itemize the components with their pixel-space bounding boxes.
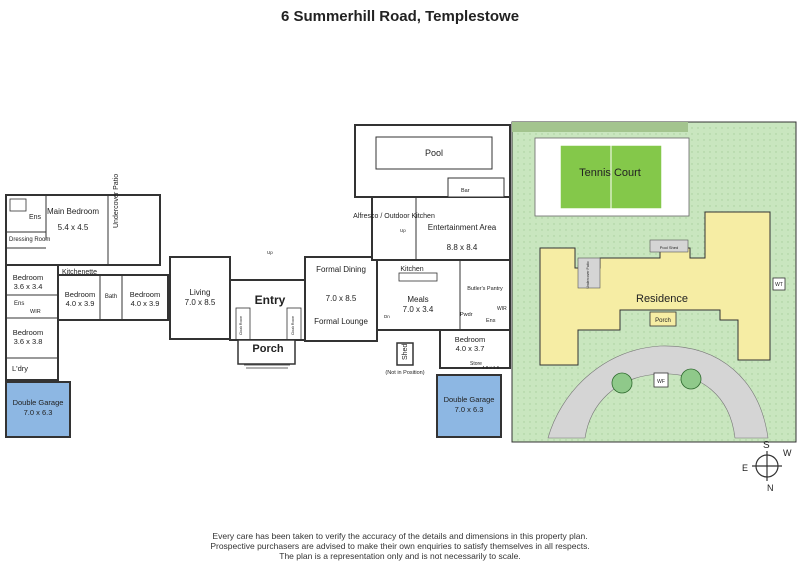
floor-plan: Pool Ens Main Bedroom 5.4 x 4.5 Undercov… bbox=[5, 124, 511, 438]
tree-2 bbox=[680, 368, 702, 390]
bedroom-right-size: 4.0 x 3.7 bbox=[456, 344, 485, 353]
entertainment-label: Entertainment Area bbox=[428, 223, 497, 232]
dn-marker: Dn bbox=[384, 314, 390, 319]
living-label: Living bbox=[190, 288, 211, 297]
shed-note: (Not in Position) bbox=[385, 370, 424, 376]
undercover-patio-label: Undercover Patio bbox=[113, 174, 120, 228]
porch-label: Porch bbox=[252, 343, 283, 355]
formal-dining-label: Formal Dining bbox=[316, 265, 366, 274]
alfresco-label: Alfresco / Outdoor Kitchen bbox=[353, 213, 435, 220]
kitchen-label: Kitchen bbox=[400, 266, 423, 273]
compass-east: E bbox=[742, 463, 748, 473]
right-garage-size: 7.0 x 6.3 bbox=[455, 405, 484, 414]
site-pool-shed-label: Pool Shed bbox=[660, 245, 678, 250]
laundry-label: L'dry bbox=[12, 364, 28, 373]
water-tank-label: WT bbox=[775, 282, 783, 288]
wir-right-label: WIR bbox=[497, 306, 507, 312]
compass: S E W N bbox=[742, 440, 792, 493]
ens-right-label: Ens bbox=[486, 318, 496, 324]
entry-label: Entry bbox=[255, 293, 286, 307]
left-garage-size: 7.0 x 6.3 bbox=[24, 408, 53, 417]
powder-label: Pwdr bbox=[460, 312, 473, 318]
disclaimer-line-1: Every care has been taken to verify the … bbox=[212, 531, 588, 541]
bedroom-left1-size: 3.6 x 3.4 bbox=[14, 282, 43, 291]
disclaimer: Every care has been taken to verify the … bbox=[140, 531, 660, 561]
main-bedroom-size: 5.4 x 4.5 bbox=[58, 223, 89, 232]
dressing-room-label: Dressing Room bbox=[9, 237, 50, 243]
compass-south: S bbox=[763, 440, 770, 451]
ens-left-label: Ens bbox=[14, 301, 24, 307]
store-label: Store bbox=[470, 361, 482, 367]
entertainment-size: 8.8 x 8.4 bbox=[447, 243, 478, 252]
tennis-court-label: Tennis Court bbox=[579, 167, 641, 179]
living-size: 7.0 x 8.5 bbox=[185, 298, 216, 307]
bedroom-mid1-size: 4.0 x 3.9 bbox=[66, 299, 95, 308]
disclaimer-line-2: Prospective purchasers are advised to ma… bbox=[210, 541, 590, 551]
bar-label: Bar bbox=[461, 188, 470, 194]
butlers-pantry-label: Butler's Pantry bbox=[467, 286, 503, 292]
disclaimer-line-3: The plan is a representation only and is… bbox=[279, 551, 521, 561]
bedroom-left1-label: Bedroom bbox=[13, 273, 43, 282]
pool bbox=[375, 136, 493, 170]
wir-left-label: WIR bbox=[30, 309, 41, 315]
formal-size: 7.0 x 8.5 bbox=[326, 294, 357, 303]
shed-label: Shed bbox=[402, 344, 409, 360]
meals-size: 7.0 x 3.4 bbox=[403, 305, 434, 314]
compass-north: N bbox=[767, 483, 774, 493]
store-size: 4.8 x 1.6 bbox=[482, 365, 500, 370]
bedroom-mid2-label: Bedroom bbox=[130, 290, 160, 299]
site-plan: Tennis Court Undercover Patio Pool Shed … bbox=[511, 121, 797, 443]
bedroom-right-label: Bedroom bbox=[455, 335, 485, 344]
meals-label: Meals bbox=[407, 295, 428, 304]
main-bedroom-label: Main Bedroom bbox=[47, 207, 99, 216]
site-porch-label: Porch bbox=[655, 318, 671, 324]
kitchenette-label: Kitchenette bbox=[62, 269, 97, 276]
left-garage bbox=[5, 381, 71, 438]
site-undercover-label: Undercover Patio bbox=[586, 261, 590, 288]
right-garage-label: Double Garage bbox=[444, 395, 495, 404]
water-feature-label: WF bbox=[657, 379, 665, 385]
residence-label: Residence bbox=[636, 293, 688, 305]
formal-lounge-label: Formal Lounge bbox=[314, 317, 368, 326]
up-marker-2: Up bbox=[400, 228, 406, 233]
bedroom-left2-size: 3.6 x 3.8 bbox=[14, 337, 43, 346]
right-garage bbox=[436, 374, 502, 438]
main-ens-label: Ens bbox=[29, 214, 42, 221]
plan-title: 6 Summerhill Road, Templestowe bbox=[280, 8, 520, 25]
bedroom-mid2-size: 4.0 x 3.9 bbox=[131, 299, 160, 308]
compass-west: W bbox=[783, 448, 792, 458]
cloak-room-1-label: Cloak Room bbox=[239, 316, 243, 335]
tree-1 bbox=[611, 372, 633, 394]
left-garage-label: Double Garage bbox=[13, 398, 64, 407]
pool-label: Pool bbox=[425, 148, 443, 158]
bedroom-mid1-label: Bedroom bbox=[65, 290, 95, 299]
cloak-room-2-label: Cloak Room bbox=[291, 316, 295, 335]
bedroom-left2-label: Bedroom bbox=[13, 328, 43, 337]
up-marker-1: Up bbox=[267, 250, 273, 255]
bath-label: Bath bbox=[105, 294, 117, 300]
